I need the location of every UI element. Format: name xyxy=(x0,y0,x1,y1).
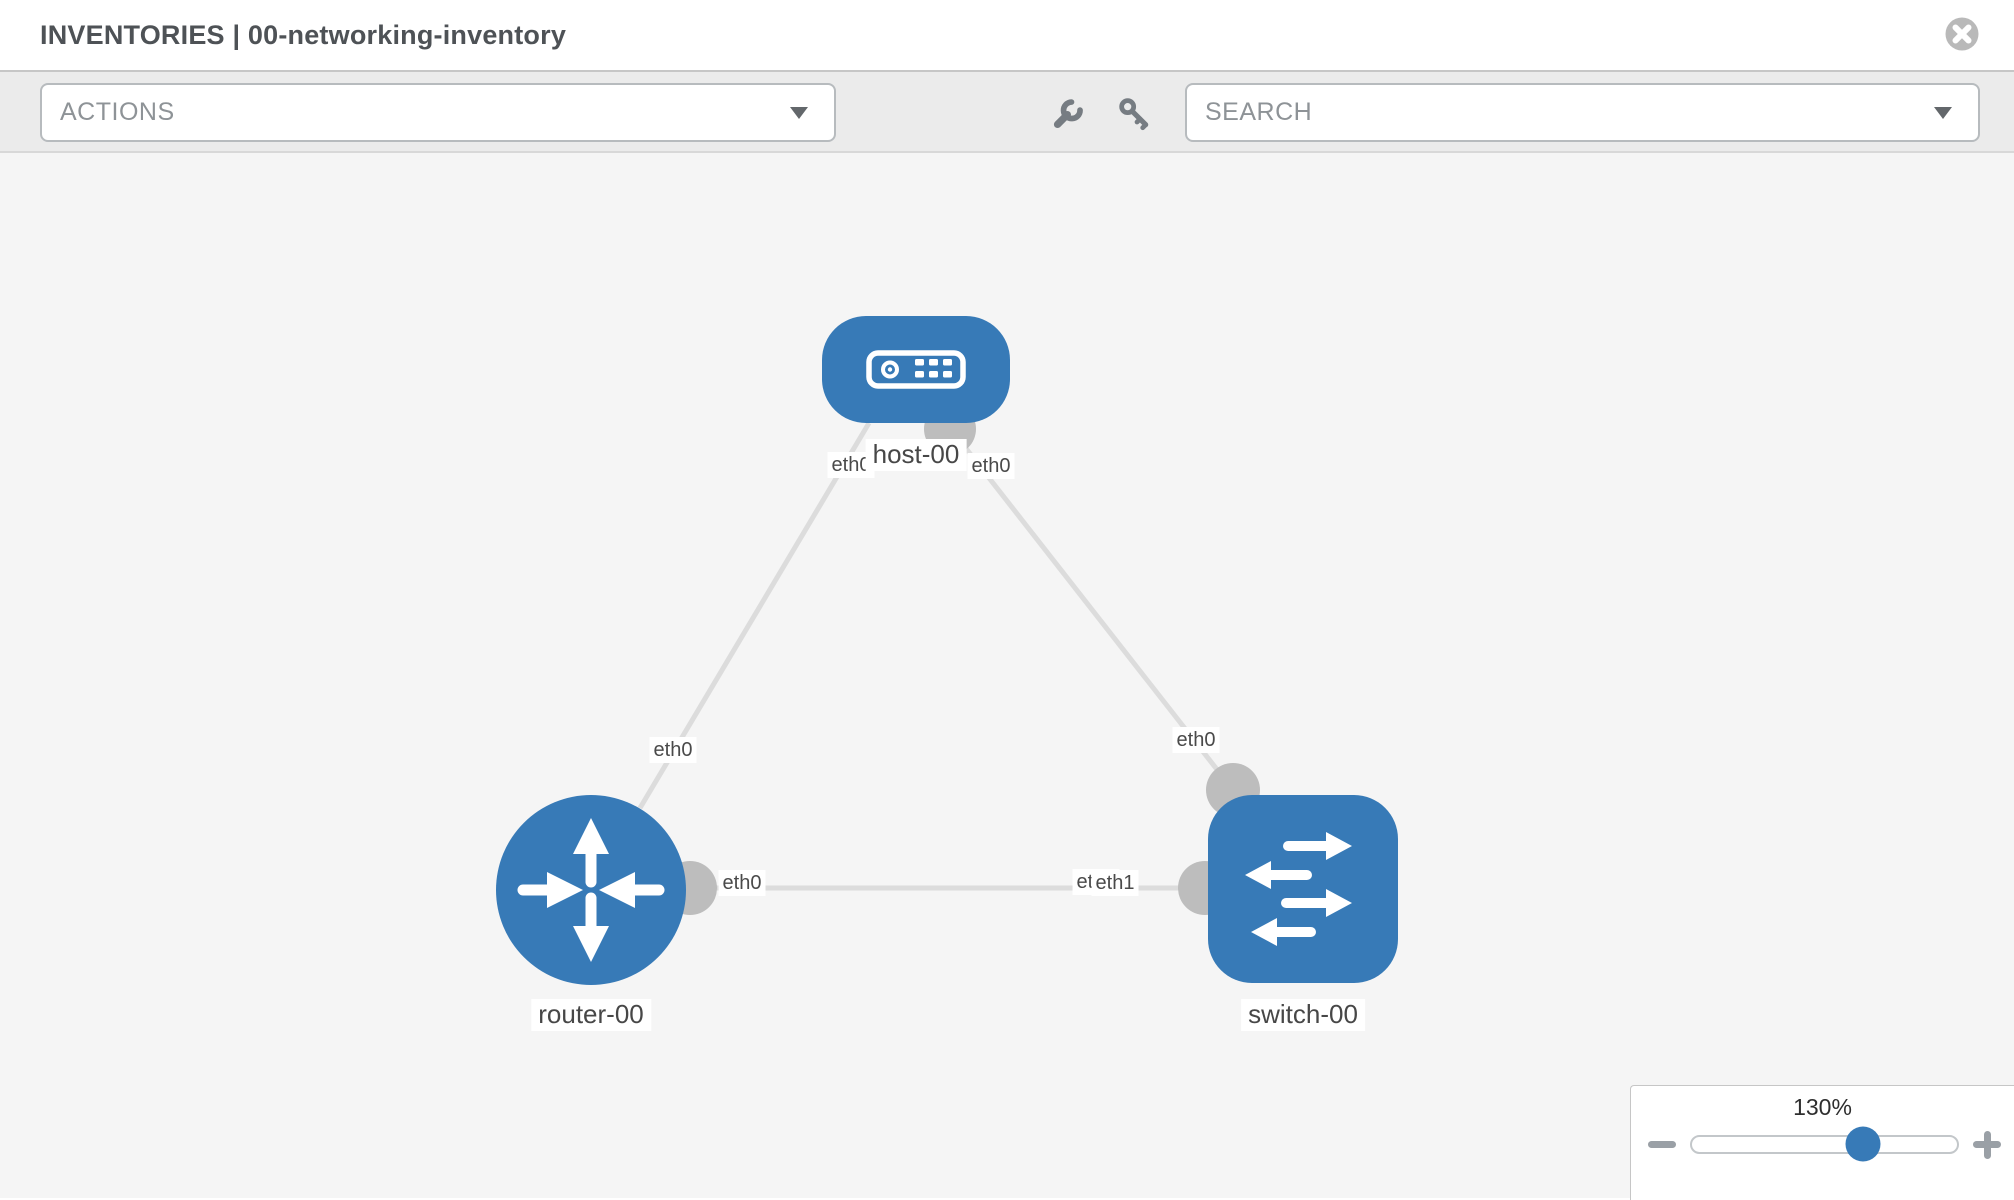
node-switch-00[interactable] xyxy=(1208,795,1398,983)
zoom-in-button[interactable] xyxy=(1972,1129,2002,1159)
node-label-switch: switch-00 xyxy=(1241,999,1365,1031)
interface-label: eth1 xyxy=(1091,870,1139,896)
topology-canvas[interactable]: eth0 eth0 eth0 eth0 eth0 eth0 eth1 host-… xyxy=(0,153,2014,1198)
actions-dropdown-label: ACTIONS xyxy=(60,98,175,126)
zoom-slider-row xyxy=(1647,1126,2002,1162)
close-icon xyxy=(1945,17,1979,51)
search-dropdown[interactable]: SEARCH xyxy=(1185,83,1980,142)
zoom-panel: 130% xyxy=(1630,1085,2014,1200)
node-router-00[interactable] xyxy=(496,795,686,985)
zoom-slider-handle[interactable] xyxy=(1845,1126,1881,1162)
configure-button[interactable] xyxy=(1045,90,1091,136)
node-host-00[interactable] xyxy=(822,316,1010,423)
zoom-out-button[interactable] xyxy=(1647,1129,1677,1159)
search-placeholder: SEARCH xyxy=(1205,98,1313,126)
credentials-button[interactable] xyxy=(1111,90,1157,136)
interface-label: eth0 xyxy=(649,737,697,763)
chevron-down-icon xyxy=(1934,106,1952,119)
interface-label: eth0 xyxy=(718,870,766,896)
page-title: INVENTORIES | 00-networking-inventory xyxy=(40,20,567,50)
close-button[interactable] xyxy=(1944,16,1980,52)
interface-label: eth0 xyxy=(827,452,875,478)
key-icon xyxy=(1119,98,1149,131)
interface-label: eth0 xyxy=(967,453,1015,479)
zoom-level-value: 130% xyxy=(1793,1094,1852,1120)
wrench-icon xyxy=(1053,99,1083,129)
actions-dropdown[interactable]: ACTIONS xyxy=(40,83,836,142)
host-icon xyxy=(866,350,966,389)
switch-icon xyxy=(1245,832,1352,946)
chevron-down-icon xyxy=(790,106,808,119)
zoom-slider-track[interactable] xyxy=(1690,1126,1959,1162)
header: INVENTORIES | 00-networking-inventory xyxy=(0,0,2014,72)
node-label-router: router-00 xyxy=(531,999,651,1031)
node-label-host: host-00 xyxy=(865,439,967,471)
toolbar: ACTIONS SEARCH xyxy=(0,72,2014,153)
minus-icon xyxy=(1648,1141,1676,1148)
router-icon xyxy=(517,818,665,962)
interface-label: eth0 xyxy=(1172,727,1220,753)
